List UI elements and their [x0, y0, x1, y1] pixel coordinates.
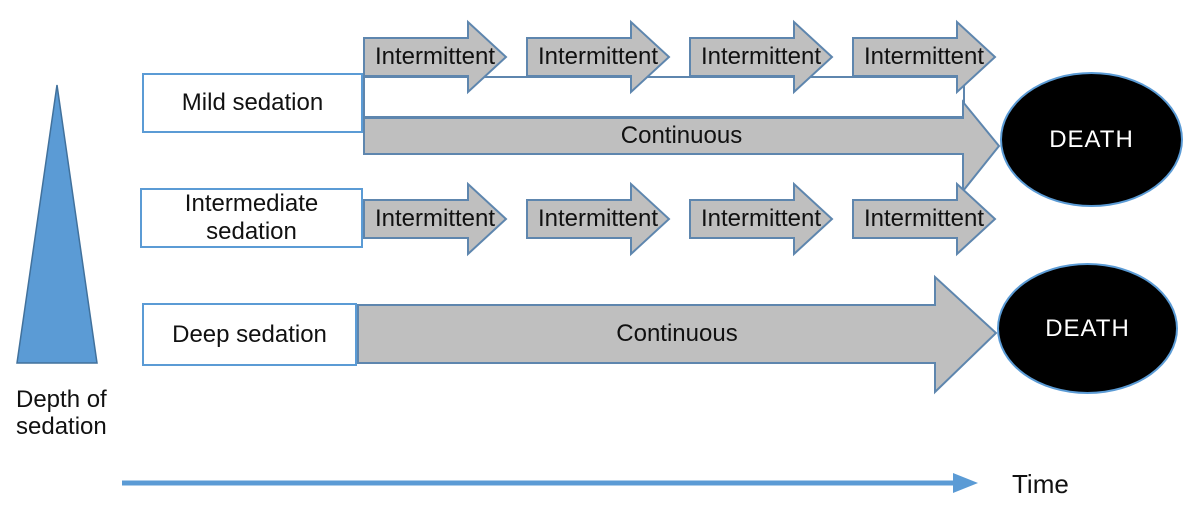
mild-sedation-label: Mild sedation	[181, 89, 324, 116]
deep-sedation-label: Deep sedation	[172, 320, 327, 348]
death-ellipse-bottom: DEATH	[997, 263, 1178, 394]
intermittent-arrow-intermediate-1: Intermittent	[363, 181, 508, 257]
intermittent-arrow-intermediate-3: Intermittent	[689, 181, 834, 257]
depth-axis-label: Depth of sedation	[16, 386, 107, 440]
block-arrow-icon	[526, 181, 671, 257]
depth-axis-label-line2: sedation	[16, 413, 107, 440]
death-label-bottom: DEATH	[1045, 314, 1130, 342]
block-arrow-icon	[363, 19, 508, 95]
intermittent-label: Intermittent	[374, 43, 496, 70]
intermittent-label: Intermittent	[863, 205, 985, 232]
block-arrow-icon	[363, 181, 508, 257]
depth-triangle-icon	[16, 84, 98, 364]
intermittent-label: Intermittent	[537, 43, 659, 70]
block-arrow-icon	[526, 19, 671, 95]
time-axis-arrow-icon	[122, 473, 978, 493]
block-arrow-icon	[689, 181, 834, 257]
block-arrow-icon	[852, 19, 997, 95]
time-axis-label: Time	[1012, 469, 1069, 499]
intermittent-arrow-mild-1: Intermittent	[363, 19, 508, 95]
intermittent-label: Intermittent	[700, 205, 822, 232]
intermittent-arrow-mild-4: Intermittent	[852, 19, 997, 95]
intermediate-sedation-box: Intermediate sedation	[140, 188, 363, 248]
continuous-arrow-deep	[357, 274, 998, 395]
intermittent-label: Intermittent	[863, 43, 985, 70]
block-arrow-icon	[852, 181, 997, 257]
block-arrow-icon	[357, 274, 998, 395]
intermittent-label: Intermittent	[537, 205, 659, 232]
continuous-arrow-mild	[363, 99, 1001, 194]
intermediate-sedation-label-line2: sedation	[206, 218, 297, 245]
continuous-label-mild: Continuous	[620, 122, 743, 149]
deep-sedation-box: Deep sedation	[142, 303, 357, 366]
intermittent-arrow-intermediate-2: Intermittent	[526, 181, 671, 257]
block-arrow-icon	[689, 19, 834, 95]
intermittent-label: Intermittent	[700, 43, 822, 70]
death-ellipse-top: DEATH	[1000, 72, 1183, 207]
intermediate-sedation-label-line1: Intermediate	[184, 190, 319, 217]
death-label-top: DEATH	[1049, 125, 1134, 153]
mild-sedation-box: Mild sedation	[142, 73, 363, 133]
intermittent-arrow-mild-2: Intermittent	[526, 19, 671, 95]
block-arrow-icon	[363, 99, 1001, 194]
intermittent-label: Intermittent	[374, 205, 496, 232]
continuous-label-deep: Continuous	[616, 320, 738, 347]
intermittent-arrow-mild-3: Intermittent	[689, 19, 834, 95]
intermittent-arrow-intermediate-4: Intermittent	[852, 181, 997, 257]
depth-axis-label-line1: Depth of	[16, 386, 107, 413]
